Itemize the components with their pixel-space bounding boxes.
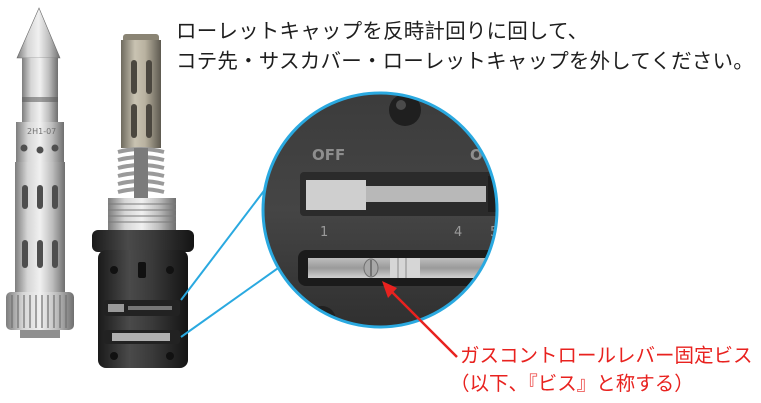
tip-marking: 2H1-07	[27, 127, 56, 136]
callout-label-line-2: （以下、『ビス』と称する）	[450, 372, 694, 395]
scale-number-1: 1	[320, 225, 328, 240]
zoom-ring	[261, 91, 499, 329]
dial-off-label: OFF	[312, 146, 345, 164]
zoom-circle: OFF ON 1 4 5	[261, 91, 499, 329]
iron-body	[92, 34, 194, 368]
scale-number-4: 4	[454, 225, 462, 240]
instruction-line-2: コテ先・サスカバー・ローレットキャップを外してください。	[176, 49, 754, 73]
callout-label-line-1: ガスコントロールレバー固定ビス	[460, 344, 753, 367]
soldering-tip: 2H1-07	[6, 7, 74, 338]
callout-arrow	[382, 281, 458, 358]
zoom-connector	[180, 174, 282, 338]
control-lever-screw	[363, 258, 379, 278]
instruction-line-1: ローレットキャップを反時計回りに回して、	[176, 19, 589, 43]
